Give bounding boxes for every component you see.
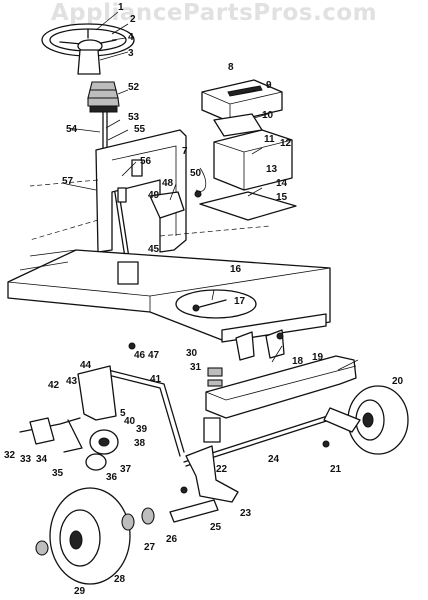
drag-link <box>103 373 181 457</box>
callout-34: 34 <box>36 454 48 465</box>
callout-30: 30 <box>186 348 198 359</box>
callout-26: 26 <box>166 534 178 545</box>
callout-41: 41 <box>150 374 162 385</box>
callout-15: 15 <box>276 192 288 203</box>
callout-55: 55 <box>134 124 146 135</box>
callout-44: 44 <box>80 360 92 371</box>
callout-40: 40 <box>124 416 136 427</box>
callout-39: 39 <box>136 424 148 435</box>
steering-bracket <box>77 365 117 421</box>
callout-16: 16 <box>230 264 242 275</box>
callout-9: 9 <box>266 80 272 91</box>
callout-28: 28 <box>114 574 126 585</box>
callout-11: 11 <box>264 134 275 145</box>
spindle-axle <box>169 499 219 523</box>
callout-1: 1 <box>118 2 124 13</box>
chassis-frame <box>7 249 331 343</box>
callout-32: 32 <box>4 450 16 461</box>
callout-13: 13 <box>266 164 278 175</box>
callout-52: 52 <box>128 82 140 93</box>
watermark: AppliancePartsPros.com <box>50 0 378 26</box>
callout-54: 54 <box>66 124 78 135</box>
mount-bracket <box>149 191 185 219</box>
callout-24: 24 <box>268 454 280 465</box>
callout-50: 50 <box>190 168 202 179</box>
callout-42: 42 <box>48 380 60 391</box>
callout-45: 45 <box>148 244 160 255</box>
callout-8: 8 <box>228 62 234 73</box>
callout-36: 36 <box>106 472 118 483</box>
callout-48: 48 <box>162 178 174 189</box>
callout-38: 38 <box>134 438 146 449</box>
steering-boot <box>87 81 120 113</box>
left-spindle <box>185 445 239 503</box>
callout-27: 27 <box>144 542 156 553</box>
callout-56: 56 <box>140 156 152 167</box>
callout-19: 19 <box>312 352 324 363</box>
callout-47: 47 <box>148 350 160 361</box>
callout-4: 4 <box>128 32 134 43</box>
callout-43: 43 <box>66 376 78 387</box>
callout-17a: 17 <box>234 296 246 307</box>
callout-37: 37 <box>120 464 132 475</box>
callout-10: 10 <box>262 110 274 121</box>
left-front-wheel <box>35 487 155 585</box>
callout-29: 29 <box>74 586 86 597</box>
callout-33: 33 <box>20 454 32 465</box>
callout-25: 25 <box>210 522 222 533</box>
callout-20: 20 <box>392 376 404 387</box>
callout-53: 53 <box>128 112 140 123</box>
callout-12: 12 <box>280 138 292 149</box>
callout-14: 14 <box>276 178 288 189</box>
callout-22: 22 <box>216 464 228 475</box>
steering-gear <box>85 429 119 471</box>
callout-5: 5 <box>120 408 126 419</box>
dash-panel <box>95 129 187 253</box>
callout-31: 31 <box>190 362 202 373</box>
callout-49: 49 <box>148 190 160 201</box>
callout-3: 3 <box>128 48 134 59</box>
callout-35: 35 <box>52 468 64 479</box>
callout-23: 23 <box>240 508 252 519</box>
callout-2: 2 <box>130 14 136 25</box>
callout-57: 57 <box>62 176 74 187</box>
callout-7: 7 <box>182 146 188 157</box>
steering-wheel <box>41 23 135 75</box>
callout-labels: 1 2 3 4 5 8 9 10 11 12 13 14 15 16 17 18… <box>4 2 404 597</box>
axle-bracket-tabs <box>235 331 255 361</box>
callout-46: 46 <box>134 350 146 361</box>
callout-21: 21 <box>330 464 342 475</box>
callout-18: 18 <box>292 356 304 367</box>
front-axle <box>205 355 357 419</box>
battery-group <box>199 79 297 221</box>
kingpin-stack <box>203 367 223 443</box>
